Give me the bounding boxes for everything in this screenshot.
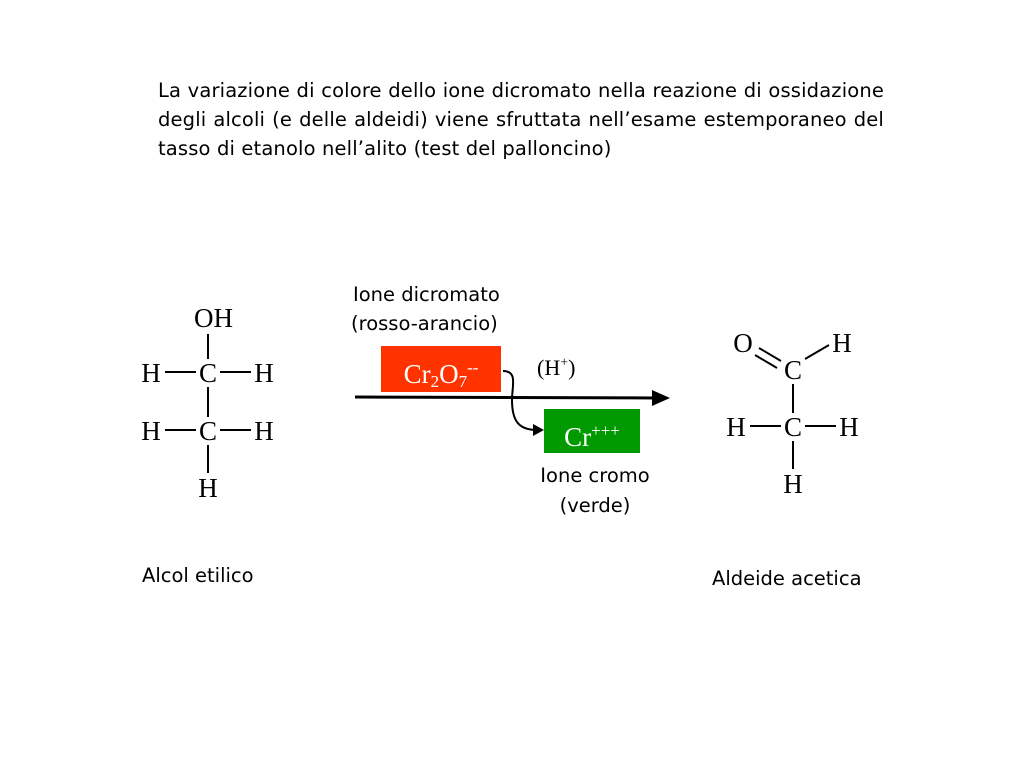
formula-text: Cr [564, 422, 592, 452]
curved-arrow-head [533, 424, 544, 436]
curved-arrow-line [502, 370, 538, 431]
catalyst-charge: + [560, 355, 569, 371]
formula-subscript: 7 [458, 372, 468, 391]
atom-h: H [832, 328, 852, 358]
atom-c: C [783, 355, 802, 385]
atom-c: C [783, 412, 802, 442]
reaction-arrow-head [652, 390, 670, 406]
bond-c-h-aldehyde [804, 344, 830, 360]
atom-oh: OH [194, 303, 233, 333]
atom-c: C [198, 358, 217, 388]
byproduct-label-line1: Ione cromo [540, 464, 650, 487]
dichromate-formula-box: Cr2O7-- [381, 346, 501, 392]
atom-h: H [783, 469, 803, 499]
intro-paragraph: La variazione di colore dello ione dicro… [158, 79, 884, 160]
catalyst-label: (H+) [537, 355, 575, 381]
atom-h: H [141, 358, 161, 388]
bond-o-c-double-1 [758, 347, 782, 362]
catalyst-text: (H [537, 355, 561, 380]
reaction-arrow-line [354, 395, 657, 400]
atom-h: H [254, 416, 274, 446]
reagent-label-line1: Ione dicromato [353, 283, 500, 306]
atom-h: H [198, 473, 218, 503]
reactant-name: Alcol etilico [142, 564, 254, 587]
catalyst-text: ) [568, 355, 576, 380]
chromium-formula-box: Cr+++ [544, 409, 640, 453]
formula-charge: -- [467, 358, 479, 377]
bond-o-c-double-2 [754, 354, 778, 369]
atom-h: H [141, 416, 161, 446]
atom-h: H [839, 412, 859, 442]
product-name: Aldeide acetica [712, 567, 862, 590]
formula-charge: +++ [591, 421, 620, 440]
byproduct-label-line2: (verde) [559, 494, 631, 517]
formula-subscript: 2 [430, 372, 440, 391]
atom-c: C [198, 416, 217, 446]
formula-text: O [439, 359, 459, 389]
atom-h: H [254, 358, 274, 388]
reagent-label-line2: (rosso-arancio) [351, 312, 498, 335]
atom-h: H [726, 412, 746, 442]
atom-o: O [733, 328, 753, 358]
formula-text: Cr [403, 359, 431, 389]
